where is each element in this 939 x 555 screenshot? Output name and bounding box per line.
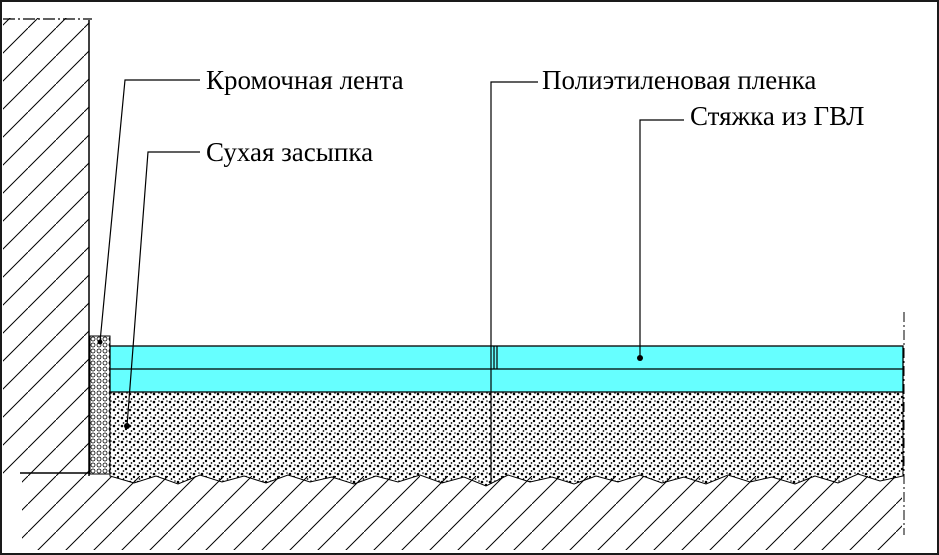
edge-tape (89, 335, 111, 475)
leader-dot-dry-backfill (124, 423, 130, 429)
leader-polyethylene-film (490, 81, 538, 484)
label-polyethylene-film: Полиэтиленовая пленка (542, 65, 817, 95)
dry-backfill-layer (109, 391, 904, 487)
leader-gvl-screed (639, 119, 684, 358)
leader-dry-backfill (126, 151, 200, 427)
label-edge-tape: Кромочная лента (206, 65, 404, 95)
label-dry-backfill: Сухая засыпка (206, 137, 374, 167)
leader-dot-edge-tape (97, 339, 103, 345)
slab-hatch (22, 476, 902, 550)
wall-hatch (3, 18, 89, 476)
leader-dot-gvl-screed (637, 355, 643, 361)
label-gvl-screed: Стяжка из ГВЛ (690, 101, 865, 131)
leader-edge-tape (99, 79, 200, 343)
